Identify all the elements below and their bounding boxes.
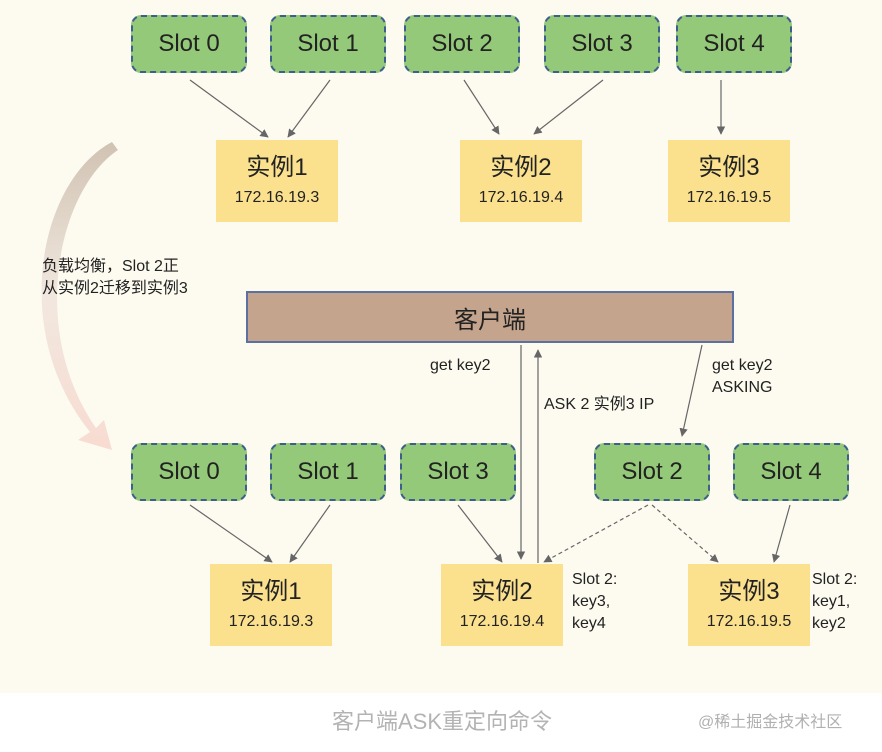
migration-curve-arrow xyxy=(41,142,118,450)
top-instance-2: 实例2 172.16.19.4 xyxy=(460,140,582,222)
bottom-instance-1: 实例1 172.16.19.3 xyxy=(210,564,332,646)
arrow-top-slot0-inst1 xyxy=(189,79,269,138)
top-instance-3: 实例3 172.16.19.5 xyxy=(668,140,790,222)
instance-ip: 172.16.19.4 xyxy=(478,189,564,206)
arrow-bot-slot1-inst1 xyxy=(289,504,331,563)
bottom-instance-2: 实例2 172.16.19.4 xyxy=(441,564,563,646)
label-get-key2-asking-line-1: get key2 xyxy=(712,357,773,374)
label-get-key2-asking-line-2: ASKING xyxy=(712,379,773,396)
top-slot-1: Slot 1 xyxy=(270,15,386,73)
key-note-line: key3, xyxy=(572,593,611,610)
arrow-top-slot3-inst2 xyxy=(533,79,604,135)
arrow-bot-slot2-inst3-dashed xyxy=(651,504,719,563)
top-slot-4: Slot 4 xyxy=(676,15,792,73)
instance-ip: 172.16.19.3 xyxy=(234,189,320,206)
instance3-keys-note: Slot 2: key1, key2 xyxy=(812,569,857,635)
instance-name: 实例3 xyxy=(718,578,780,605)
arrow-get-key2-asking xyxy=(679,344,703,437)
top-slot-0: Slot 0 xyxy=(131,15,247,73)
migration-note-line-1: 负载均衡，Slot 2正 xyxy=(42,258,179,275)
arrow-bot-slot3-inst2 xyxy=(457,504,503,563)
instance-ip: 172.16.19.5 xyxy=(686,189,772,206)
arrow-top-slot1-inst1 xyxy=(287,79,331,138)
arrow-bot-slot2-inst2-dashed xyxy=(543,504,649,563)
key-note-line: Slot 2: xyxy=(812,571,858,588)
figure-caption: 客户端ASK重定向命令 xyxy=(332,709,553,734)
migration-note: 负载均衡，Slot 2正 从实例2迁移到实例3 xyxy=(42,256,188,300)
top-instance-1: 实例1 172.16.19.3 xyxy=(216,140,338,222)
instance-ip: 172.16.19.3 xyxy=(228,613,314,630)
watermark: @稀土掘金技术社区 xyxy=(698,714,843,731)
label-ask-reply: ASK 2 实例3 IP xyxy=(544,396,655,413)
bottom-instance-3: 实例3 172.16.19.5 xyxy=(688,564,810,646)
top-slot-2: Slot 2 xyxy=(404,15,520,73)
arrow-bot-slot4-inst3 xyxy=(771,504,791,563)
label-get-key2: get key2 xyxy=(430,357,491,374)
top-slot-3: Slot 3 xyxy=(544,15,660,73)
key-note-line: Slot 2: xyxy=(572,571,618,588)
migration-note-line-2: 从实例2迁移到实例3 xyxy=(42,280,188,297)
instance-name: 实例1 xyxy=(246,154,308,181)
bottom-slot-2: Slot 2 xyxy=(594,443,710,501)
instance-name: 实例2 xyxy=(471,578,533,605)
instance-name: 实例1 xyxy=(240,578,302,605)
label-get-key2-asking: get key2 ASKING xyxy=(712,355,772,399)
instance-name: 实例2 xyxy=(490,154,552,181)
arrow-top-slot2-inst2 xyxy=(463,79,500,135)
arrow-bot-slot0-inst1 xyxy=(189,504,273,563)
instance-ip: 172.16.19.5 xyxy=(706,613,792,630)
key-note-line: key4 xyxy=(572,615,606,632)
arrows-layer xyxy=(41,79,791,563)
key-note-line: key1, xyxy=(812,593,851,610)
bottom-slot-0: Slot 0 xyxy=(131,443,247,501)
bottom-slot-1: Slot 1 xyxy=(270,443,386,501)
bottom-slot-3: Slot 3 xyxy=(400,443,516,501)
instance2-keys-note: Slot 2: key3, key4 xyxy=(572,569,617,635)
key-note-line: key2 xyxy=(812,615,846,632)
diagram-canvas: Slot 0 Slot 1 Slot 2 Slot 3 Slot 4 实例1 1… xyxy=(0,0,882,693)
bottom-slot-4: Slot 4 xyxy=(733,443,849,501)
instance-ip: 172.16.19.4 xyxy=(459,613,545,630)
client-box: 客户端 xyxy=(246,291,734,343)
instance-name: 实例3 xyxy=(698,154,760,181)
